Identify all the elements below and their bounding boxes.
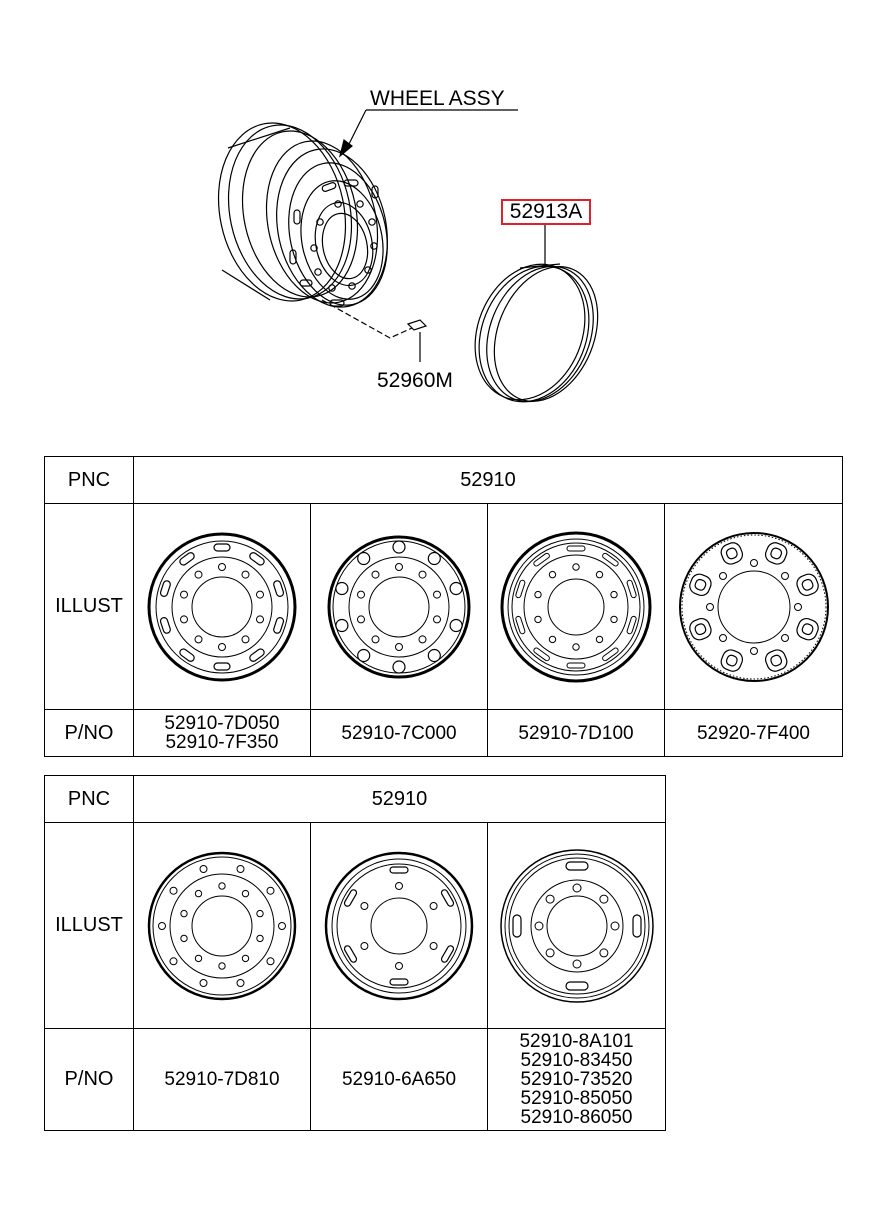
part-number: 52910-85050 — [520, 1088, 633, 1109]
lock-ring-drawing — [474, 263, 599, 403]
illust-cell — [487, 822, 666, 1029]
part-number: 52910-86050 — [520, 1107, 633, 1128]
big-slots — [688, 541, 819, 672]
pnc-value: 52910 — [133, 456, 843, 504]
part-number-cell: 52910-6A650 — [310, 1028, 488, 1131]
illust-cell — [310, 503, 488, 710]
row-header-pnc: PNC — [44, 456, 134, 504]
part-number: 52920-7F400 — [696, 722, 811, 744]
wheel-options-table-1: PNC 52910 ILLUST — [44, 456, 843, 757]
wheel-assy-label: WHEEL ASSY — [370, 87, 505, 110]
rim-slots — [343, 865, 455, 986]
part-number: 52910-7D050 — [164, 713, 280, 734]
part-number: 52910-6A650 — [341, 1069, 457, 1090]
lug-holes — [357, 562, 441, 651]
part-number-cell: 52910-7C000 — [310, 709, 488, 757]
part-number: 52910-73520 — [520, 1069, 633, 1090]
wheel-illustration — [324, 851, 474, 1000]
illust-cell — [133, 822, 311, 1029]
part-number: 52910-8A101 — [519, 1031, 634, 1052]
row-header-illust: ILLUST — [44, 822, 134, 1029]
row-header-pno: P/NO — [44, 709, 134, 757]
part-number-cell: 52910-8A101 52910-83450 52910-73520 5291… — [487, 1028, 666, 1131]
lug-holes — [360, 881, 438, 970]
rim-slots — [511, 860, 642, 991]
part-number: 52910-7D810 — [164, 1069, 280, 1090]
wheel-options-table-2: PNC 52910 ILLUST — [44, 775, 666, 1131]
lug-holes — [705, 558, 802, 655]
row-header-pnc: PNC — [44, 775, 134, 823]
row-header-pno: P/NO — [44, 1028, 134, 1131]
lug-holes — [180, 562, 264, 651]
wheel-assy-drawing — [217, 122, 428, 362]
part-number: 52910-7F350 — [165, 732, 279, 753]
part-number-cell: 52910-7D050 52910-7F350 — [133, 709, 311, 757]
lug-holes — [180, 881, 264, 970]
wheel-illustration — [147, 532, 297, 681]
rim-round-holes — [335, 539, 463, 674]
wheel-illustration — [147, 851, 297, 1000]
wheel-illustration — [678, 531, 829, 682]
wheel-illustration — [499, 848, 654, 1003]
wheel-illustration — [500, 531, 652, 682]
part-number-cell: 52910-7D810 — [133, 1028, 311, 1131]
rim-slots — [159, 542, 285, 671]
part-number: 52910-83450 — [520, 1050, 633, 1071]
lug-holes — [534, 562, 618, 651]
illust-cell — [664, 503, 843, 710]
lock-ring-part-callout: 52913A — [501, 199, 591, 225]
rim-slots — [515, 545, 637, 668]
lug-holes — [534, 883, 619, 968]
part-number: 52910-7D100 — [518, 722, 634, 744]
valve-part-label: 52960M — [377, 369, 453, 392]
part-number: 52910-7C000 — [341, 722, 457, 744]
illust-cell — [133, 503, 311, 710]
part-number-cell: 52910-7D100 — [487, 709, 665, 757]
lock-ring-part-number: 52913A — [509, 200, 583, 223]
wheel-illustration — [327, 535, 471, 678]
row-header-illust: ILLUST — [44, 503, 134, 710]
illust-cell — [487, 503, 665, 710]
pnc-value: 52910 — [133, 775, 666, 823]
part-number-cell: 52920-7F400 — [664, 709, 843, 757]
illust-cell — [310, 822, 488, 1029]
rim-small-holes — [158, 864, 286, 987]
